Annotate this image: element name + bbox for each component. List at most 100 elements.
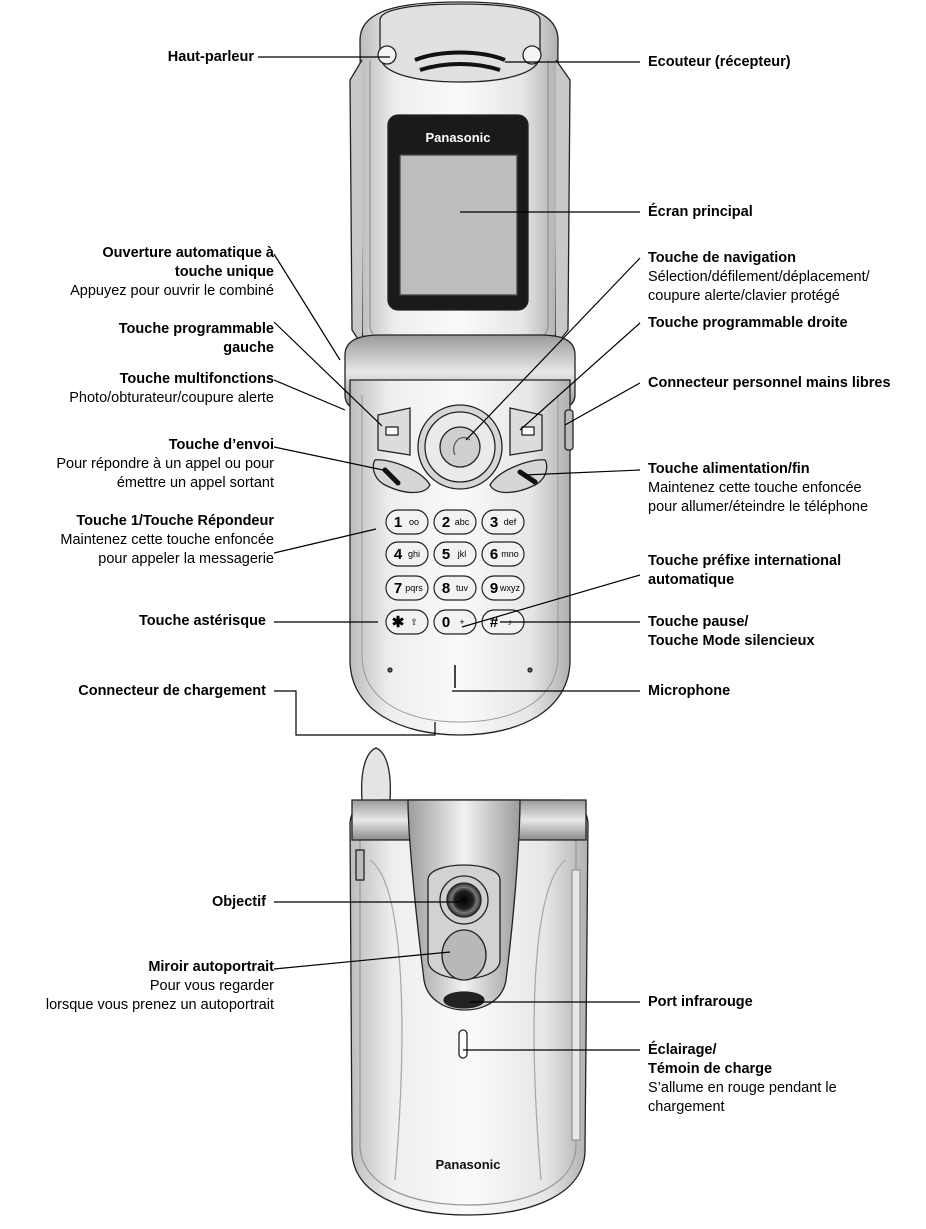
- label-desc: chargement: [648, 1098, 837, 1117]
- key-letters: ⇧: [410, 617, 418, 627]
- label-ouverture: Ouverture automatique à touche unique Ap…: [70, 244, 274, 301]
- label-title: touche unique: [70, 263, 274, 282]
- key-glyph: 9: [490, 580, 498, 597]
- label-ecouteur: Ecouteur (récepteur): [648, 53, 791, 72]
- key-cap: [434, 542, 476, 566]
- keypad-key-6: 6mno: [482, 542, 524, 566]
- label-multifonctions: Touche multifonctions Photo/obturateur/c…: [69, 370, 274, 408]
- label-desc: émettre un appel sortant: [56, 474, 274, 493]
- label-desc: pour appeler la messagerie: [60, 550, 274, 569]
- label-title: Objectif: [212, 893, 266, 912]
- label-title: Microphone: [648, 682, 730, 701]
- key-glyph: 6: [490, 546, 498, 563]
- key-cap: [386, 510, 428, 534]
- key-cap: [434, 610, 476, 634]
- label-title: Ouverture automatique à: [70, 244, 274, 263]
- label-prefixe: Touche préfixe international automatique: [648, 552, 841, 590]
- key-letters: tuv: [456, 583, 469, 593]
- charge-indicator: [459, 1030, 467, 1058]
- label-title: Témoin de charge: [648, 1060, 837, 1079]
- keypad-key-star: ✱⇧: [386, 610, 428, 634]
- key-letters: pqrs: [405, 583, 423, 593]
- label-haut-parleur: Haut-parleur: [168, 48, 254, 67]
- key-glyph: 7: [394, 580, 402, 597]
- label-desc: Pour répondre à un appel ou pour: [56, 455, 274, 474]
- label-desc: Maintenez cette touche enfoncée: [60, 531, 274, 550]
- label-title: Touche préfixe international: [648, 552, 841, 571]
- label-title: gauche: [119, 339, 274, 358]
- label-title: Touche programmable droite: [648, 314, 848, 333]
- label-title: Touche 1/Touche Répondeur: [60, 512, 274, 531]
- back-phone: [350, 748, 588, 1215]
- label-title: automatique: [648, 571, 841, 590]
- label-alimentation: Touche alimentation/fin Maintenez cette …: [648, 460, 868, 517]
- label-title: Touche de navigation: [648, 249, 870, 268]
- label-touche1: Touche 1/Touche Répondeur Maintenez cett…: [60, 512, 274, 569]
- label-title: Écran principal: [648, 203, 753, 222]
- label-desc: Sélection/défilement/déplacement/: [648, 268, 870, 287]
- key-letters: oo: [409, 517, 419, 527]
- label-miroir: Miroir autoportrait Pour vous regarder l…: [46, 958, 274, 1015]
- key-glyph: 3: [490, 514, 498, 531]
- label-title: Éclairage/: [648, 1041, 837, 1060]
- key-glyph: 0: [442, 614, 450, 631]
- self-portrait-mirror: [442, 930, 486, 980]
- label-desc: coupure alerte/clavier protégé: [648, 287, 870, 306]
- key-letters: def: [504, 517, 517, 527]
- key-letters: +: [459, 617, 464, 627]
- keypad-key-0: 0+: [434, 610, 476, 634]
- infrared-port: [444, 992, 484, 1008]
- keypad-key-1: 1 oo: [386, 510, 428, 534]
- label-ecran: Écran principal: [648, 203, 753, 222]
- label-title: Touche pause/: [648, 613, 815, 632]
- earpiece-housing: [380, 4, 540, 82]
- label-title: Connecteur de chargement: [78, 682, 266, 701]
- label-title: Miroir autoportrait: [46, 958, 274, 977]
- label-microphone: Microphone: [648, 682, 730, 701]
- label-title: Touche Mode silencieux: [648, 632, 815, 651]
- label-title: Touche d’envoi: [56, 436, 274, 455]
- key-glyph: 1: [394, 514, 402, 531]
- label-desc: Maintenez cette touche enfoncée: [648, 479, 868, 498]
- label-title: Haut-parleur: [168, 48, 254, 67]
- back-panasonic-logo: Panasonic: [435, 1157, 500, 1172]
- label-title: Touche multifonctions: [69, 370, 274, 389]
- label-title: Port infrarouge: [648, 993, 753, 1012]
- label-infrarouge: Port infrarouge: [648, 993, 753, 1012]
- label-prog-gauche: Touche programmable gauche: [119, 320, 274, 358]
- front-panasonic-logo: Panasonic: [425, 130, 490, 145]
- camera-lens: [447, 883, 481, 917]
- label-title: Connecteur personnel mains libres: [648, 374, 891, 393]
- label-title: Touche programmable: [119, 320, 274, 339]
- antenna: [360, 748, 392, 808]
- label-prog-droite: Touche programmable droite: [648, 314, 848, 333]
- key-glyph: 4: [394, 546, 403, 563]
- label-desc: Pour vous regarder: [46, 977, 274, 996]
- key-letters: mno: [501, 549, 519, 559]
- key-glyph: ✱: [392, 614, 405, 631]
- key-letters: ghi: [408, 549, 420, 559]
- label-desc: S’allume en rouge pendant le: [648, 1079, 837, 1098]
- label-title: Ecouteur (récepteur): [648, 53, 791, 72]
- keypad-key-4: 4 ghi: [386, 542, 428, 566]
- label-title: Touche alimentation/fin: [648, 460, 868, 479]
- label-envoi: Touche d’envoi Pour répondre à un appel …: [56, 436, 274, 493]
- label-desc: pour allumer/éteindre le téléphone: [648, 498, 868, 517]
- label-connecteur-mains-libres: Connecteur personnel mains libres: [648, 374, 891, 393]
- key-glyph: 8: [442, 580, 450, 597]
- keypad-key-8: 8 tuv: [434, 576, 476, 600]
- key-glyph: 2: [442, 514, 450, 531]
- label-eclairage: Éclairage/ Témoin de charge S’allume en …: [648, 1041, 837, 1117]
- label-desc: Photo/obturateur/coupure alerte: [69, 389, 274, 408]
- label-pause: Touche pause/ Touche Mode silencieux: [648, 613, 815, 651]
- key-letters: wxyz: [499, 583, 520, 593]
- label-desc: Appuyez pour ouvrir le combiné: [70, 282, 274, 301]
- label-asterisque: Touche astérisque: [139, 612, 266, 631]
- keypad-key-3: 3 def: [482, 510, 524, 534]
- main-screen: [400, 155, 517, 295]
- label-navigation: Touche de navigation Sélection/défilemen…: [648, 249, 870, 306]
- navigation-key-center: [440, 427, 480, 467]
- label-title: Touche astérisque: [139, 612, 266, 631]
